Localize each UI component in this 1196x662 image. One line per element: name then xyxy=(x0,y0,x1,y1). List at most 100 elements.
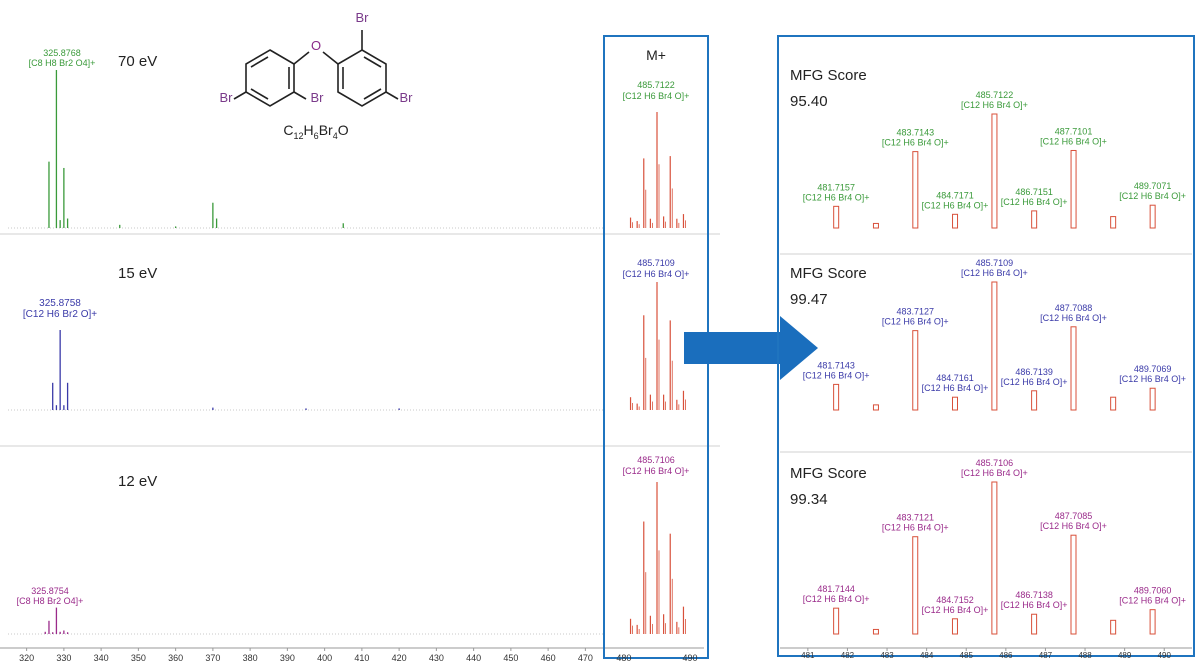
ether-bond-left xyxy=(293,51,310,65)
isotope-formula-label: [C12 H6 Br4 O]+ xyxy=(961,468,1028,478)
base-peak-formula-70ev: [C8 H8 Br2 O4]+ xyxy=(29,58,96,68)
br-bond-left-para xyxy=(233,91,247,100)
axis-tick-label: 380 xyxy=(243,653,258,662)
isotope-formula-label: [C12 H6 Br4 O]+ xyxy=(882,138,949,148)
axis-tick-label: 480 xyxy=(616,653,631,662)
isotope-bar xyxy=(1031,390,1038,411)
ether-bond-right xyxy=(322,51,339,65)
energy-label-15ev: 15 eV xyxy=(118,265,157,282)
isotope-mz-label: 487.7088 xyxy=(1055,303,1093,313)
axis-tick-label: 330 xyxy=(56,653,71,662)
isotope-bar xyxy=(833,205,840,229)
isotope-formula-label: [C12 H6 Br4 O]+ xyxy=(1001,197,1068,207)
isotope-formula-label: [C12 H6 Br4 O]+ xyxy=(1119,596,1186,606)
br-bond-left-ortho xyxy=(293,91,307,100)
formula-c: C xyxy=(283,122,293,138)
mfg-score-value-1: 95.40 xyxy=(790,93,828,110)
base-peak-formula-15ev: [C12 H6 Br2 O]+ xyxy=(23,309,97,320)
bromine-right-ortho: Br xyxy=(356,10,370,25)
isotope-formula-label: [C12 H6 Br4 O]+ xyxy=(961,100,1028,110)
isotope-mz-label: 485.7122 xyxy=(976,90,1014,100)
molecular-formula: C12H6Br4O xyxy=(283,122,348,141)
isotope-bar xyxy=(951,618,958,635)
m-plus-mz-15ev: 485.7109 xyxy=(637,258,675,268)
left-ring-double-3 xyxy=(250,88,269,100)
isotope-bar xyxy=(1110,396,1117,411)
isotope-formula-label: [C12 H6 Br4 O]+ xyxy=(803,192,870,202)
isotope-mz-label: 489.7060 xyxy=(1134,586,1172,596)
isotope-formula-label: [C12 H6 Br4 O]+ xyxy=(1040,521,1107,531)
axis-tick-label: 485 xyxy=(960,651,974,660)
isotope-mz-label: 481.7144 xyxy=(817,584,855,594)
isotope-mz-label: 484.7152 xyxy=(936,595,974,605)
axis-tick-label: 470 xyxy=(578,653,593,662)
isotope-formula-label: [C12 H6 Br4 O]+ xyxy=(1001,600,1068,610)
base-peak-mz-15ev: 325.8758 xyxy=(39,298,81,309)
spectra-layer: 481.7157[C12 H6 Br4 O]+483.7143[C12 H6 B… xyxy=(44,70,1186,635)
isotope-formula-label: [C12 H6 Br4 O]+ xyxy=(922,605,989,615)
m-plus-mz-70ev: 485.7122 xyxy=(637,80,675,90)
left-ring xyxy=(245,49,295,107)
isotope-mz-label: 481.7157 xyxy=(817,182,855,192)
isotope-mz-label: 484.7171 xyxy=(936,190,974,200)
base-peak-mz-70ev: 325.8768 xyxy=(43,48,81,58)
axis-tick-label: 460 xyxy=(541,653,556,662)
mfg-score-label-3: MFG Score xyxy=(790,465,867,482)
arrow-icon xyxy=(684,316,818,380)
right-ring-double-2 xyxy=(363,56,382,68)
axis-tick-label: 410 xyxy=(354,653,369,662)
mfg-score-value-2: 99.47 xyxy=(790,291,828,308)
axis-tick-label: 482 xyxy=(841,651,855,660)
br-bond-right-para xyxy=(385,91,399,100)
m-plus-formula-12ev: [C12 H6 Br4 O]+ xyxy=(623,466,690,476)
axis-tick-label: 488 xyxy=(1078,651,1092,660)
isotope-bar xyxy=(912,151,919,229)
isotope-mz-label: 483.7127 xyxy=(896,307,934,317)
isotope-formula-label: [C12 H6 Br4 O]+ xyxy=(1001,377,1068,387)
isotope-formula-label: [C12 H6 Br4 O]+ xyxy=(803,370,870,380)
isotope-bar xyxy=(1070,149,1077,229)
isotope-formula-label: [C12 H6 Br4 O]+ xyxy=(1119,374,1186,384)
right-ring-double-3 xyxy=(363,88,382,100)
molecule-structure xyxy=(233,30,399,107)
formula-br: Br xyxy=(319,122,333,138)
axis-tick-label: 370 xyxy=(205,653,220,662)
isotope-mz-label: 486.7139 xyxy=(1015,367,1053,377)
axis-tick-label: 440 xyxy=(466,653,481,662)
oxygen-atom: O xyxy=(311,38,321,53)
bromine-left-ortho: Br xyxy=(311,90,325,105)
mfg-score-value-3: 99.34 xyxy=(790,491,828,508)
axis-tick-label: 360 xyxy=(168,653,183,662)
energy-label-12ev: 12 eV xyxy=(118,473,157,490)
axis-tick-label: 340 xyxy=(94,653,109,662)
zoom-frame xyxy=(777,35,1195,657)
isotope-formula-label: [C12 H6 Br4 O]+ xyxy=(1119,191,1186,201)
isotope-bar xyxy=(912,330,919,411)
left-baselines xyxy=(8,227,604,635)
isotope-formula-label: [C12 H6 Br4 O]+ xyxy=(882,523,949,533)
formula-o: O xyxy=(338,122,349,138)
isotope-bar xyxy=(872,222,879,229)
isotope-mz-label: 489.7071 xyxy=(1134,181,1172,191)
left-ring-double-1 xyxy=(250,56,269,68)
axis-tick-label: 420 xyxy=(392,653,407,662)
isotope-bar xyxy=(1149,609,1156,635)
isotope-formula-label: [C12 H6 Br4 O]+ xyxy=(1040,136,1107,146)
axis-tick-label: 490 xyxy=(1158,651,1172,660)
right-ring xyxy=(337,49,387,107)
isotope-bar xyxy=(1110,619,1117,635)
isotope-mz-label: 487.7101 xyxy=(1055,126,1093,136)
axis-tick-label: 430 xyxy=(429,653,444,662)
axis-tick-label: 486 xyxy=(999,651,1013,660)
isotope-mz-label: 486.7151 xyxy=(1015,187,1053,197)
bromine-right-para: Br xyxy=(400,90,414,105)
isotope-mz-label: 485.7106 xyxy=(976,458,1014,468)
formula-br-count: 4 xyxy=(333,131,338,141)
isotope-bar xyxy=(912,536,919,635)
axis-tick-label: 450 xyxy=(503,653,518,662)
isotope-bar xyxy=(1070,534,1077,635)
axis-tick-label: 483 xyxy=(880,651,894,660)
axis-tick-label: 390 xyxy=(280,653,295,662)
axis-tick-label: 400 xyxy=(317,653,332,662)
